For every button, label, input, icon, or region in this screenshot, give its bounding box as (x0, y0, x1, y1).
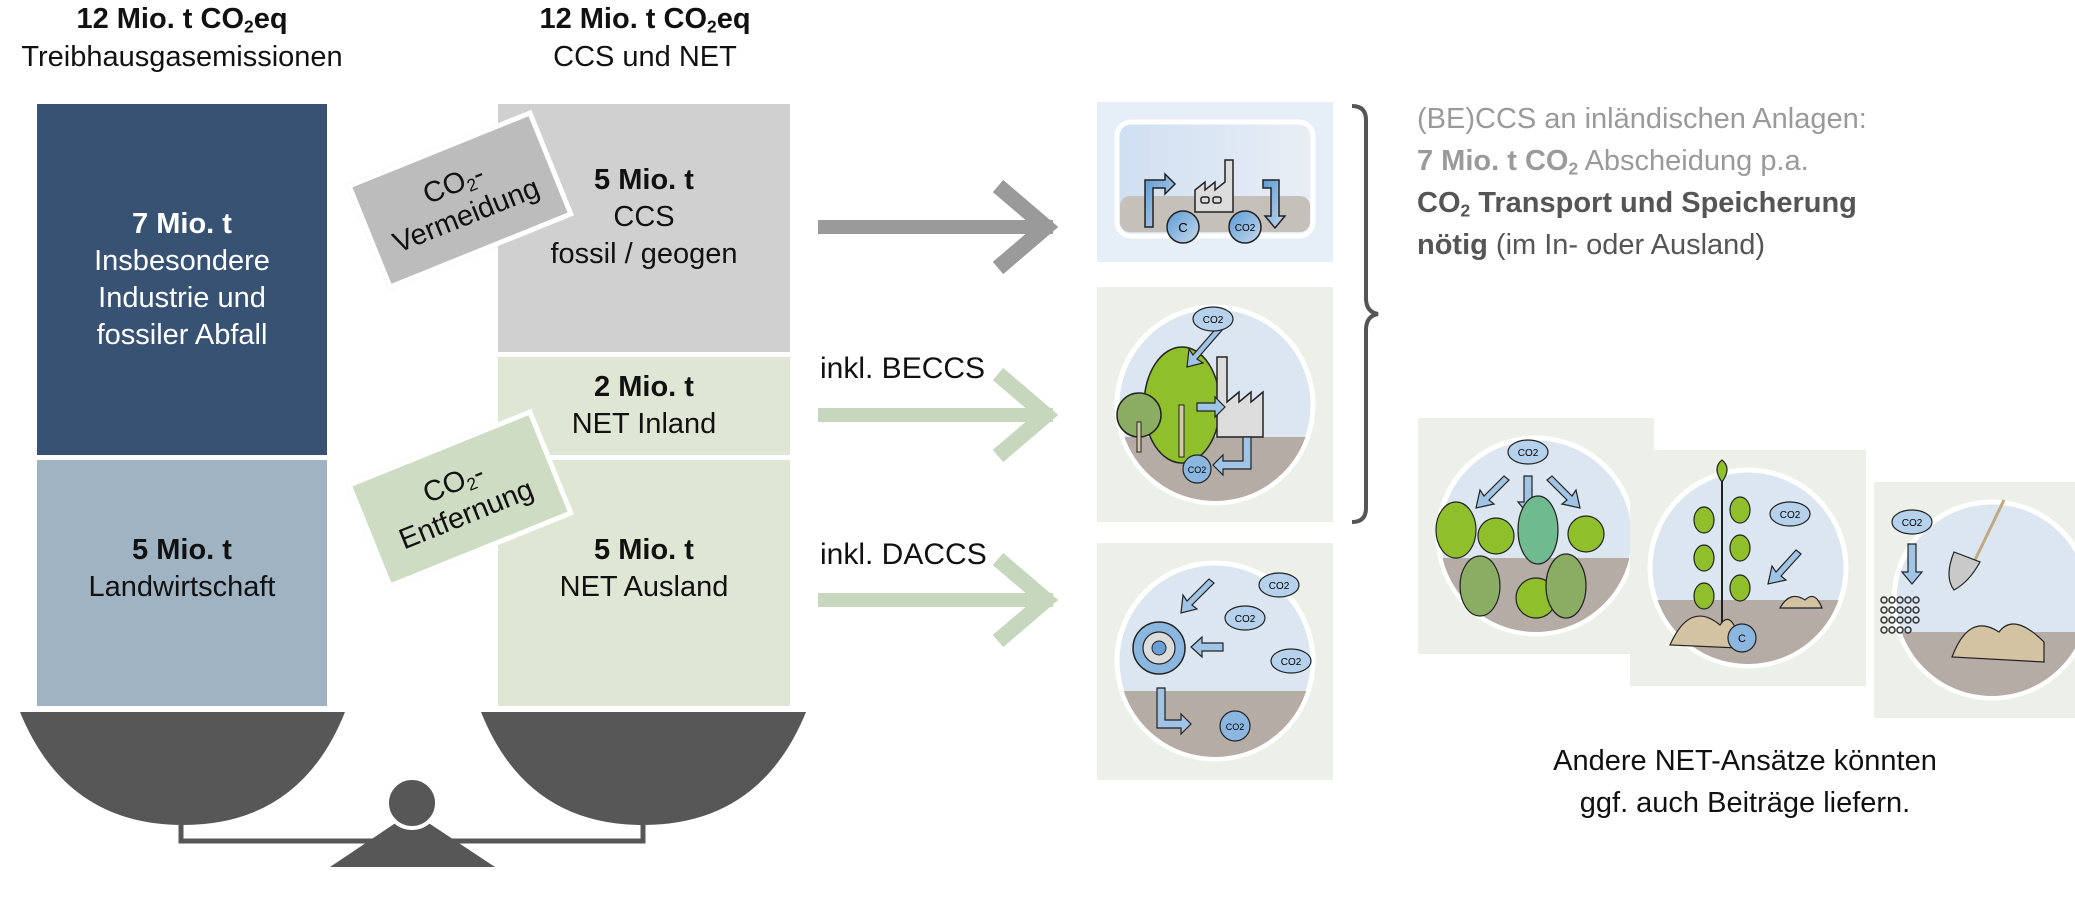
shovel-soil-icon: CO2 (1880, 499, 2075, 701)
biochar-panel: CO2 C (1630, 450, 1866, 686)
footer-line2: ggf. auch Beiträge liefern. (1579, 787, 1911, 819)
block-label: Insbesondere (94, 244, 270, 277)
daccs-panel: CO2 CO2 CO2 CO2 (1097, 543, 1333, 780)
block-label: fossiler Abfall (96, 318, 268, 351)
arrow-ccs (818, 180, 1059, 275)
bioenergy-factory-icon: CO2 CO2 (1114, 304, 1316, 506)
svg-text:CO2: CO2 (1269, 581, 1290, 592)
weathering-panel: CO2 (1874, 482, 2075, 718)
note-line4: nötig (im In- oder Ausland) (1417, 229, 1766, 261)
block-label: CCS (613, 201, 675, 233)
svg-text:CO2: CO2 (1188, 465, 1207, 475)
left-bowl (20, 712, 345, 825)
balance-scale-icon (20, 712, 806, 867)
net-inland-block: 2 Mio. t NET Inland (498, 357, 790, 455)
block-value: 7 Mio. t (132, 207, 232, 240)
right-header: 12 Mio. t CO2eq CCS und NET (470, 0, 820, 76)
left-header: 12 Mio. t CO2eq Treibhausgasemissionen (0, 0, 364, 76)
block-label: Landwirtschaft (88, 571, 276, 603)
svg-text:CO2: CO2 (1902, 518, 1923, 529)
left-header-label: Treibhausgasemissionen (21, 41, 343, 73)
svg-text:CO2: CO2 (1226, 722, 1245, 732)
ccs-panel: C CO2 (1097, 102, 1333, 262)
right-header-amount: 12 Mio. t CO2eq (539, 3, 751, 37)
stand (330, 812, 495, 867)
arrow-label-beccs: inkl. BECCS (820, 352, 986, 385)
block-value: 2 Mio. t (594, 371, 694, 403)
block-label: NET Ausland (559, 571, 729, 603)
svg-text:CO2: CO2 (1235, 614, 1256, 625)
brace-icon (1351, 104, 1379, 524)
factory-co2-storage-icon: C CO2 (1114, 119, 1316, 244)
forest-icon: CO2 (1435, 435, 1637, 637)
svg-text:CO2: CO2 (1518, 448, 1539, 459)
emissions-industry-block: 7 Mio. t Insbesondere Industrie und foss… (37, 104, 327, 455)
note-line2: 7 Mio. t CO2 Abscheidung p.a. (1417, 145, 1809, 179)
block-label: fossil / geogen (550, 238, 738, 270)
direct-air-capture-icon: CO2 CO2 CO2 CO2 (1114, 560, 1316, 762)
arrow-label-daccs: inkl. DACCS (820, 538, 987, 571)
block-value: 5 Mio. t (132, 534, 232, 566)
svg-text:CO2: CO2 (1780, 510, 1801, 521)
left-header-amount: 12 Mio. t CO2eq (76, 3, 288, 37)
block-label: Industrie und (98, 281, 266, 314)
emissions-agriculture-block: 5 Mio. t Landwirtschaft (37, 460, 327, 706)
svg-text:CO2: CO2 (1281, 657, 1302, 668)
ccs-fossil-block: 5 Mio. t CCS fossil / geogen (498, 104, 790, 352)
plant-carbon-icon: CO2 C (1647, 459, 1849, 669)
block-label: NET Inland (571, 408, 717, 440)
note-line3: CO2 Transport und Speicherung (1417, 187, 1857, 221)
footer-note: Andere NET-Ansätze könnten ggf. auch Bei… (1500, 740, 1990, 824)
svg-text:CO2: CO2 (1235, 223, 1256, 234)
right-bowl (481, 712, 806, 825)
right-header-label: CCS und NET (553, 41, 737, 73)
footer-line1: Andere NET-Ansätze könnten (1553, 745, 1937, 777)
block-value: 5 Mio. t (594, 534, 694, 566)
arrow-beccs (818, 368, 1059, 463)
note-line1: (BE)CCS an inländischen Anlagen: (1417, 103, 1867, 135)
block-value: 5 Mio. t (594, 164, 694, 196)
beccs-panel: CO2 CO2 (1097, 287, 1333, 522)
afforestation-panel: CO2 (1418, 418, 1654, 654)
pivot (385, 776, 439, 830)
ccs-note: (BE)CCS an inländischen Anlagen: 7 Mio. … (1417, 98, 2057, 266)
arrow-daccs (818, 553, 1059, 648)
svg-text:C: C (1178, 220, 1187, 235)
svg-text:C: C (1738, 633, 1746, 645)
svg-text:CO2: CO2 (1203, 315, 1224, 326)
